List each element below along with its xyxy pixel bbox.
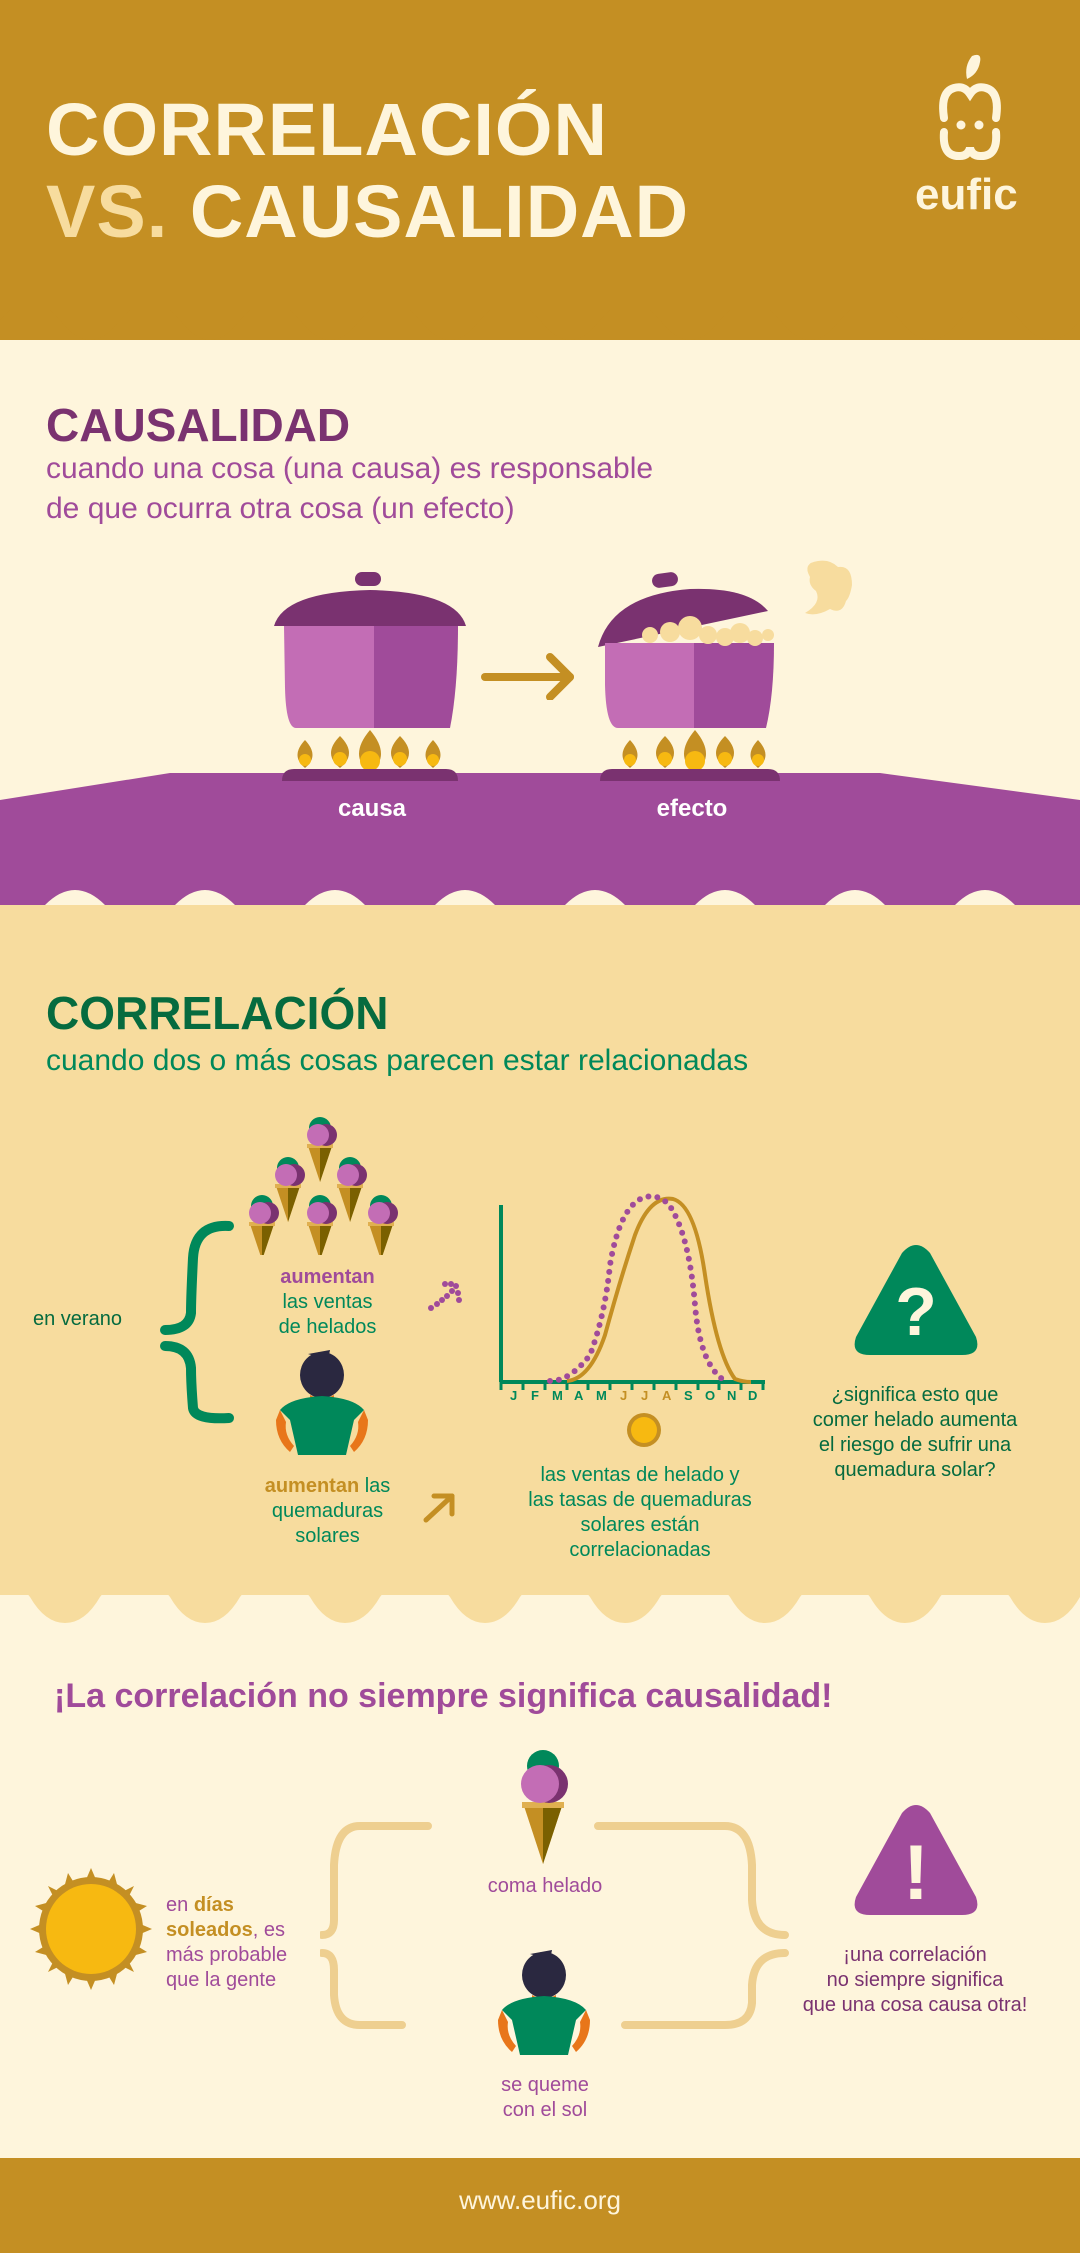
sunny-days-text: en días soleados, es más probable que la… [166,1893,287,1993]
sun-icon [30,1868,152,1990]
warning-text: ¡una correlación no siempre significa qu… [775,1943,1055,2018]
tick-apr: A [574,1388,584,1403]
sun-text-line4: que la gente [166,1969,277,1991]
ice-cream-line2: de helados [278,1316,377,1338]
chart-caption: las ventas de helado y las tasas de quem… [505,1463,775,1563]
causality-subtitle-line2: de que ocurra otra cosa (un efecto) [46,492,515,525]
chart-caption-line3: solares están [580,1514,700,1536]
svg-text:!: ! [903,1828,929,1916]
steam-icon [805,560,852,615]
foam [642,616,774,646]
warning-line2: no siempre significa [826,1969,1004,1991]
chart-caption-line2: las tasas de quemaduras [528,1489,752,1511]
sun-text-es: , es [252,1919,285,1941]
apple-face-icon [939,54,1001,160]
tick-jul: J [641,1388,649,1403]
ice-cream-line1: las ventas [282,1291,373,1313]
sunburn-label: se queme con el sol [460,2073,630,2123]
sun-text-line3: más probable [166,1944,288,1966]
causality-title: CAUSALIDAD [46,399,351,451]
tick-jan: J [510,1388,518,1403]
person-sunburn-icon [498,1950,590,2055]
tick-feb: F [531,1388,539,1403]
ice-cream-emphasis: aumentan [280,1266,375,1288]
sun-small-icon [627,1413,661,1447]
correlation-wave-divider [0,1585,1080,1623]
correlation-title: CORRELACIÓN [46,987,389,1039]
question-line3: el riesgo de sufrir una [818,1434,1012,1456]
tick-nov: N [727,1388,737,1403]
chart-month-labels: J F M A M J J A S O N D [498,1388,778,1406]
correlation-chart [499,1193,765,1390]
footer-bar [0,2158,1080,2253]
sunburn-line1: las [359,1475,391,1497]
eufic-logo-text: eufic [915,170,1018,219]
correlation-section [0,905,1080,1595]
conclusion-title: ¡La correlación no siempre significa cau… [54,1677,833,1715]
causality-subtitle-line1: cuando una cosa (una causa) es responsab… [46,452,654,485]
warning-line3: que una cosa causa otra! [802,1994,1028,2016]
ice-cream-cones-icon [249,1117,398,1255]
ice-cream-series-line [547,1193,728,1384]
sun-text-dias: días [193,1894,234,1916]
sun-text-pre: en [166,1894,194,1916]
arrow-right-icon [481,653,574,700]
cause-label: causa [337,795,407,822]
chart-caption-line4: correlacionadas [569,1539,711,1561]
question-line1: ¿significa esto que [831,1384,999,1406]
title-causalidad: CAUSALIDAD [189,170,690,253]
sun-text-soleados: soleados [166,1919,253,1941]
ice-cream-sales-text: aumentan las ventas de helados [240,1265,415,1340]
effect-label: efecto [656,795,728,822]
sunburn-label-line1: se queme [501,2074,589,2096]
sunburn-series-line [566,1196,752,1384]
header-banner [0,0,1080,340]
dotted-arrow-up-icon [428,1281,462,1311]
tick-mar: M [552,1388,563,1403]
question-triangle-icon: ? [854,1245,978,1355]
arrow-up-right-icon [423,1493,455,1523]
tick-dec: D [748,1388,758,1403]
question-line2: comer helado aumenta [812,1409,1018,1431]
chart-caption-line1: las ventas de helado y [540,1464,740,1486]
header-wave-divider [0,310,1080,340]
sunburn-line2: quemaduras [271,1500,384,1522]
title-vs: VS. [46,170,169,253]
sunburn-text: aumentan las quemaduras solares [240,1474,415,1549]
eat-ice-cream-label: coma helado [487,1875,603,1897]
correlation-subtitle: cuando dos o más cosas parecen estar rel… [46,1044,749,1077]
tick-jun: J [620,1388,628,1403]
tick-oct: O [705,1388,716,1403]
page-title-line2: VS. CAUSALIDAD [46,175,689,249]
pot-icon [274,572,466,781]
flame-icon [297,730,441,773]
question-text: ¿significa esto que comer helado aumenta… [790,1383,1040,1483]
warning-line1: ¡una correlación [843,1944,987,1966]
conclusion-brace-connectors [320,1822,789,2029]
tick-may: M [596,1388,607,1403]
stove-countertop [0,773,1080,920]
tick-sep: S [684,1388,693,1403]
warning-triangle-icon: ! [854,1805,978,1916]
brace-icon [160,1220,234,1424]
footer-url-link[interactable]: www.eufic.org [459,2185,621,2215]
sunburn-line3: solares [295,1525,360,1547]
svg-text:?: ? [895,1274,937,1350]
person-icon [276,1350,368,1455]
question-line4: quemadura solar? [834,1459,996,1481]
tick-aug: A [662,1388,672,1403]
season-label: en verano [33,1308,122,1330]
boiling-pot-icon [598,560,852,781]
page-title-line1: CORRELACIÓN [46,88,608,171]
sunburn-emphasis: aumentan [264,1475,360,1497]
sunburn-label-line2: con el sol [502,2099,588,2121]
ice-cream-cone-icon [521,1750,568,1864]
